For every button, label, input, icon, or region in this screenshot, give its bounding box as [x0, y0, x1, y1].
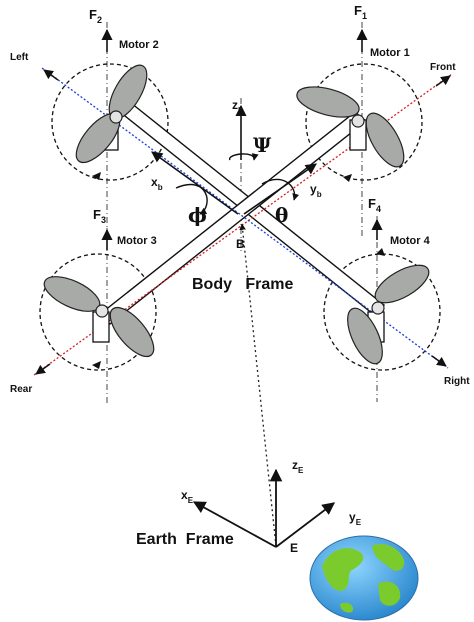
angle-psi-label: Ψ [253, 133, 272, 157]
rotor-disc-motor2 [51, 63, 169, 181]
phi-arc [175, 183, 208, 215]
globe-icon [309, 535, 419, 621]
motor4-label: Motor 4 [390, 235, 431, 247]
propeller-motor3 [43, 276, 155, 358]
motor2-label: Motor 2 [119, 39, 159, 51]
motor3-label: Motor 3 [117, 235, 157, 247]
propeller-motor1 [296, 86, 405, 168]
rotation-arrows [92, 172, 385, 369]
body-origin-label: B [236, 237, 245, 251]
force-f3-label: F3 [93, 207, 106, 225]
axis-xe-label: xE [181, 488, 194, 505]
body-frame-arrows [151, 151, 317, 215]
psi-arc [229, 153, 259, 161]
force-f4-label: F4 [368, 196, 381, 214]
body-frame-title: Body Frame [192, 276, 293, 293]
angle-arcs [175, 153, 300, 215]
motor1-label: Motor 1 [370, 47, 410, 59]
angle-phi-label: ϕ [188, 203, 207, 227]
axis-yb-label: yb [310, 182, 322, 199]
rotor-disc-motor1 [305, 63, 423, 181]
direction-arrows [35, 69, 451, 375]
rotor-discs [39, 63, 441, 371]
position-vector [239, 223, 277, 547]
force-f2-label: F2 [89, 7, 102, 25]
theta-arc [261, 178, 300, 201]
angle-theta-label: θ [275, 203, 288, 227]
axis-zb-label: zb [232, 98, 243, 115]
axis-ze-label: zE [292, 458, 304, 475]
direction-rear-label: Rear [10, 384, 32, 395]
rotor-disc-motor4 [323, 253, 441, 371]
earth-frame-title: Earth Frame [136, 531, 234, 548]
propeller-motor2 [75, 64, 148, 164]
thrust-arrows [101, 28, 383, 250]
earth-frame-axes [192, 468, 336, 548]
axis-ye-label: yE [349, 510, 362, 527]
axis-xb-label: xb [151, 175, 163, 192]
direction-front-label: Front [430, 62, 456, 73]
rotor-disc-motor3 [39, 253, 157, 371]
earth-origin-label: E [290, 541, 298, 555]
propeller-motor4 [347, 264, 430, 365]
direction-left-label: Left [10, 52, 29, 63]
propellers [43, 64, 430, 365]
force-f1-label: F1 [354, 3, 367, 21]
direction-right-label: Right [444, 376, 470, 387]
motor-hubs [92, 119, 385, 343]
